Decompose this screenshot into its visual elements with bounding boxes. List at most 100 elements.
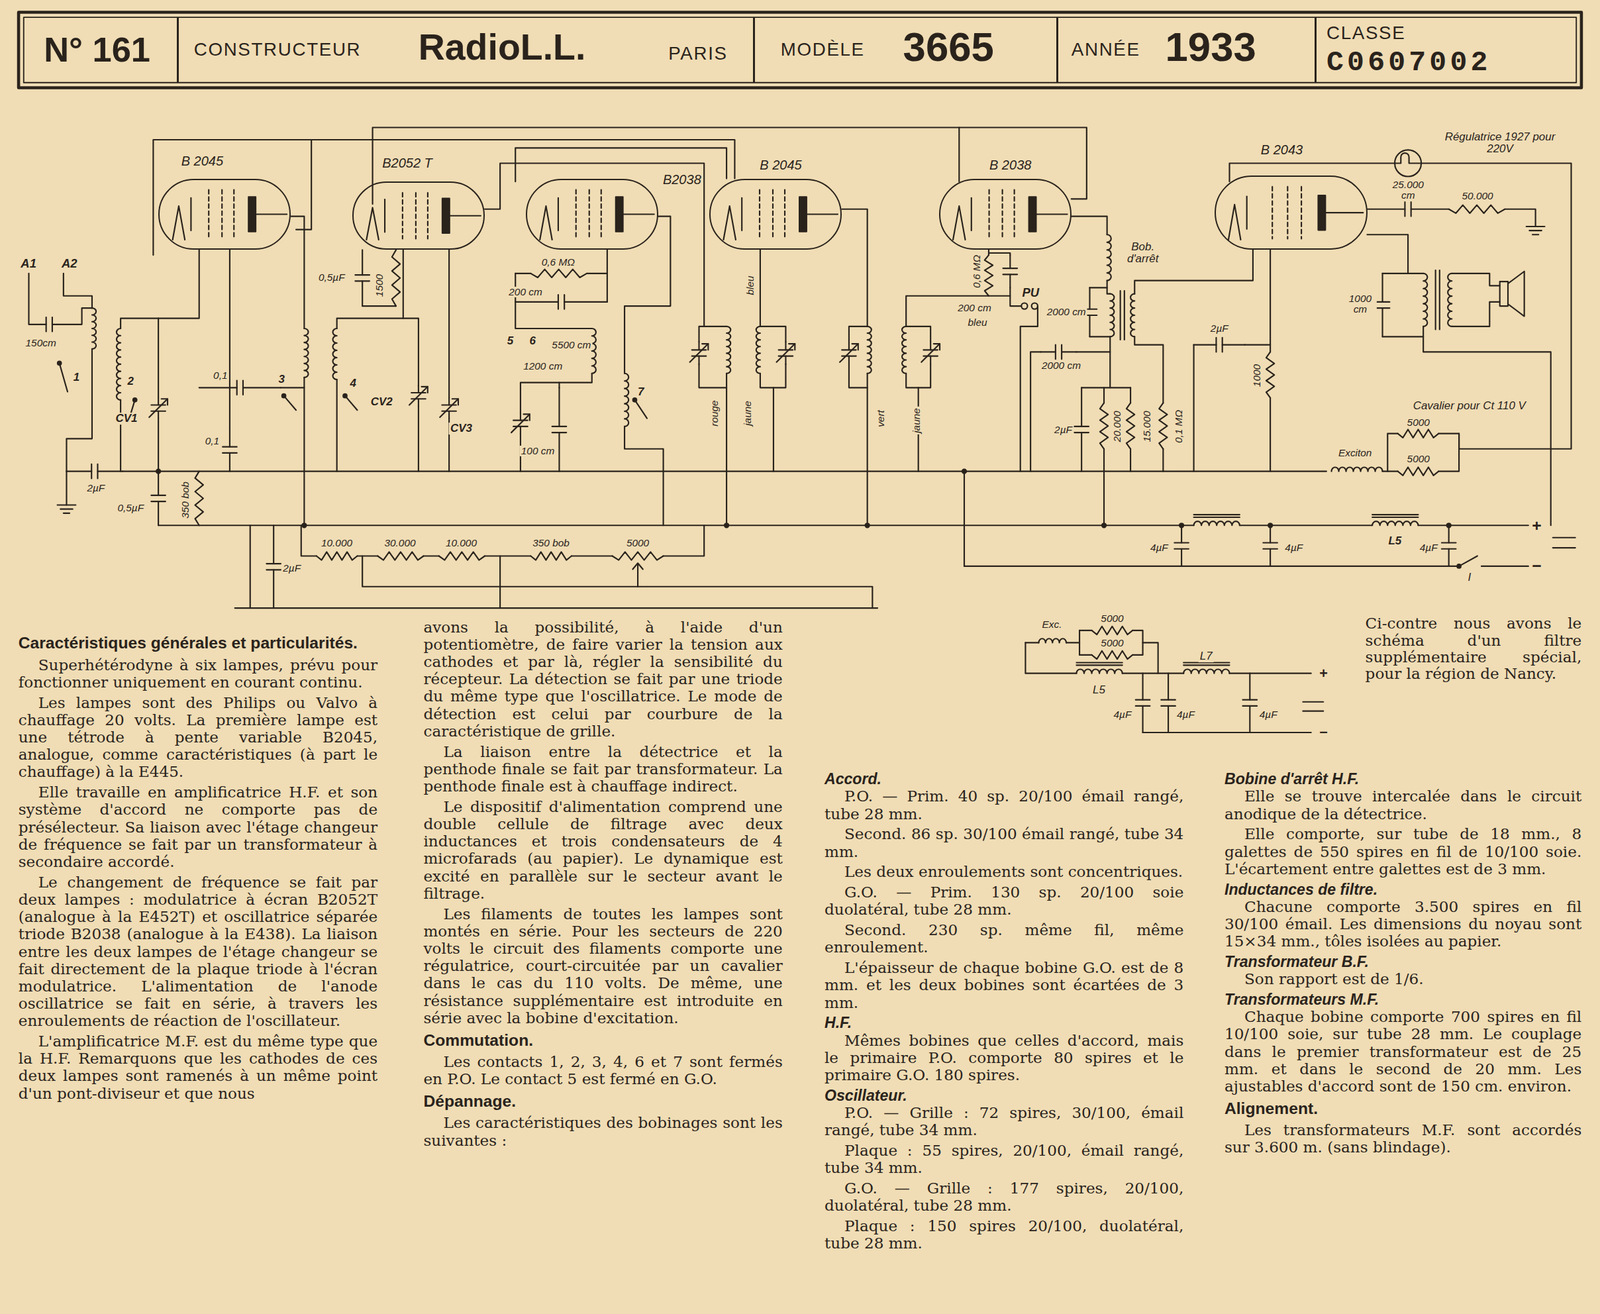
variable-arrow <box>921 343 940 363</box>
grid-electrode <box>588 190 591 240</box>
wire <box>848 356 850 365</box>
component-value: 4µF <box>1149 542 1170 553</box>
component-value: 5000 <box>1099 613 1125 624</box>
capacitor-symbol <box>563 294 565 310</box>
body-paragraph: Superhétérodyne à six lampes, prévu pour… <box>18 656 378 691</box>
capacitor-symbol <box>1375 307 1391 309</box>
subheading: Oscillateur. <box>824 1086 1184 1104</box>
wire <box>243 386 281 389</box>
wire <box>1025 641 1039 644</box>
wire <box>1269 249 1271 352</box>
switch-symbol <box>282 394 287 399</box>
component-value: 5 <box>505 335 515 348</box>
core-line <box>1194 513 1240 516</box>
tube-type-label: B 2038 <box>988 158 1033 173</box>
component-value: 1000 <box>1251 362 1263 389</box>
body-paragraph: Elle se trouve intercalée dans le circui… <box>1224 787 1582 822</box>
class-code: C0607002 <box>1326 47 1491 78</box>
wire <box>157 471 159 496</box>
capacitor-symbol <box>1174 541 1189 544</box>
wire <box>519 426 522 434</box>
loudspeaker-symbol <box>1507 271 1525 317</box>
component-value: 2000 cm <box>1045 306 1088 318</box>
capacitor-symbol <box>1243 699 1258 701</box>
variable-arrow <box>776 343 796 363</box>
component-value: 1200 cm <box>521 360 564 372</box>
vacuum-tube: B 2045 <box>709 178 842 251</box>
filament <box>366 207 379 240</box>
coil-symbol <box>1447 273 1452 327</box>
variable-arrow <box>690 343 709 363</box>
component-value: 5000 <box>1099 637 1125 649</box>
wire <box>1302 701 1324 703</box>
component-value: 2µF <box>85 482 106 493</box>
wire <box>157 418 159 472</box>
capacitor-symbol <box>222 452 238 454</box>
component-value: bleu <box>744 274 755 297</box>
component-value: CV2 <box>369 396 395 408</box>
component-value: 200 cm <box>507 286 544 298</box>
ground-symbol <box>63 512 70 514</box>
capacitor-symbol <box>150 500 166 502</box>
wire <box>1078 630 1081 655</box>
wire <box>1423 336 1551 526</box>
vacuum-tube: B2038 <box>525 178 659 251</box>
filament <box>539 205 552 240</box>
resistor-symbol <box>1398 429 1440 438</box>
component-value: jaune <box>911 406 922 435</box>
tube-type-label: B 2045 <box>180 154 225 169</box>
coil-symbol <box>756 326 761 374</box>
header-caption: CLASSE <box>1326 23 1406 43</box>
component-value: Exc. <box>1041 619 1064 630</box>
capacitor-symbol <box>222 446 238 448</box>
capacitor-symbol <box>1403 201 1406 217</box>
wire <box>122 470 1327 473</box>
capacitor-symbol <box>1054 345 1057 360</box>
wire <box>1009 296 1022 306</box>
wire <box>1167 705 1169 733</box>
wire <box>52 323 58 326</box>
wire <box>1504 209 1536 227</box>
wire <box>1009 274 1011 288</box>
variable-arrow <box>852 343 859 350</box>
component-value: 2000 cm <box>1040 360 1083 371</box>
capacitor-symbol <box>557 294 559 310</box>
plate-electrode <box>799 196 807 232</box>
component-value: 350 bob <box>531 537 571 549</box>
header-caption: ANNÉE <box>1071 39 1141 59</box>
ground-symbol <box>1532 233 1539 236</box>
wire <box>448 411 450 419</box>
wire <box>120 318 159 399</box>
core-line <box>1439 270 1441 330</box>
wire <box>1194 344 1217 346</box>
coil-symbol <box>116 328 121 400</box>
wire <box>929 341 932 350</box>
wire <box>1269 549 1271 567</box>
wire <box>1129 449 1132 472</box>
wire <box>849 364 868 388</box>
filament <box>172 205 185 240</box>
wire <box>249 525 251 608</box>
capacitor-symbol <box>513 419 528 422</box>
coil-symbol <box>1194 521 1240 526</box>
body-paragraph: Les contacts 1, 2, 3, 4, 6 et 7 sont fer… <box>423 1052 783 1088</box>
variable-arrow <box>511 413 530 433</box>
wire <box>57 307 93 325</box>
capacitor-symbol <box>1003 273 1018 275</box>
capacitor-symbol <box>1074 431 1089 434</box>
filter-note: Ci-contre nous avons le schéma d'un filt… <box>1365 615 1583 683</box>
wire <box>1167 673 1169 700</box>
core-line <box>1076 661 1122 663</box>
component-value: rouge <box>708 398 720 428</box>
capacitor-symbol <box>692 349 707 351</box>
capacitor-symbol <box>45 317 48 332</box>
body-paragraph: Plaque : 150 spires 20/100, duolatéral, … <box>824 1217 1184 1252</box>
component-value: 0,5µF <box>317 272 347 283</box>
capacitor-symbol <box>236 380 238 396</box>
header-cell: CLASSE C0607002 <box>1316 17 1577 83</box>
wire <box>1302 710 1324 712</box>
component-value: bleu <box>966 317 989 328</box>
component-value: 100 cm <box>519 445 556 457</box>
wire <box>1080 387 1083 427</box>
wire <box>1129 387 1132 403</box>
